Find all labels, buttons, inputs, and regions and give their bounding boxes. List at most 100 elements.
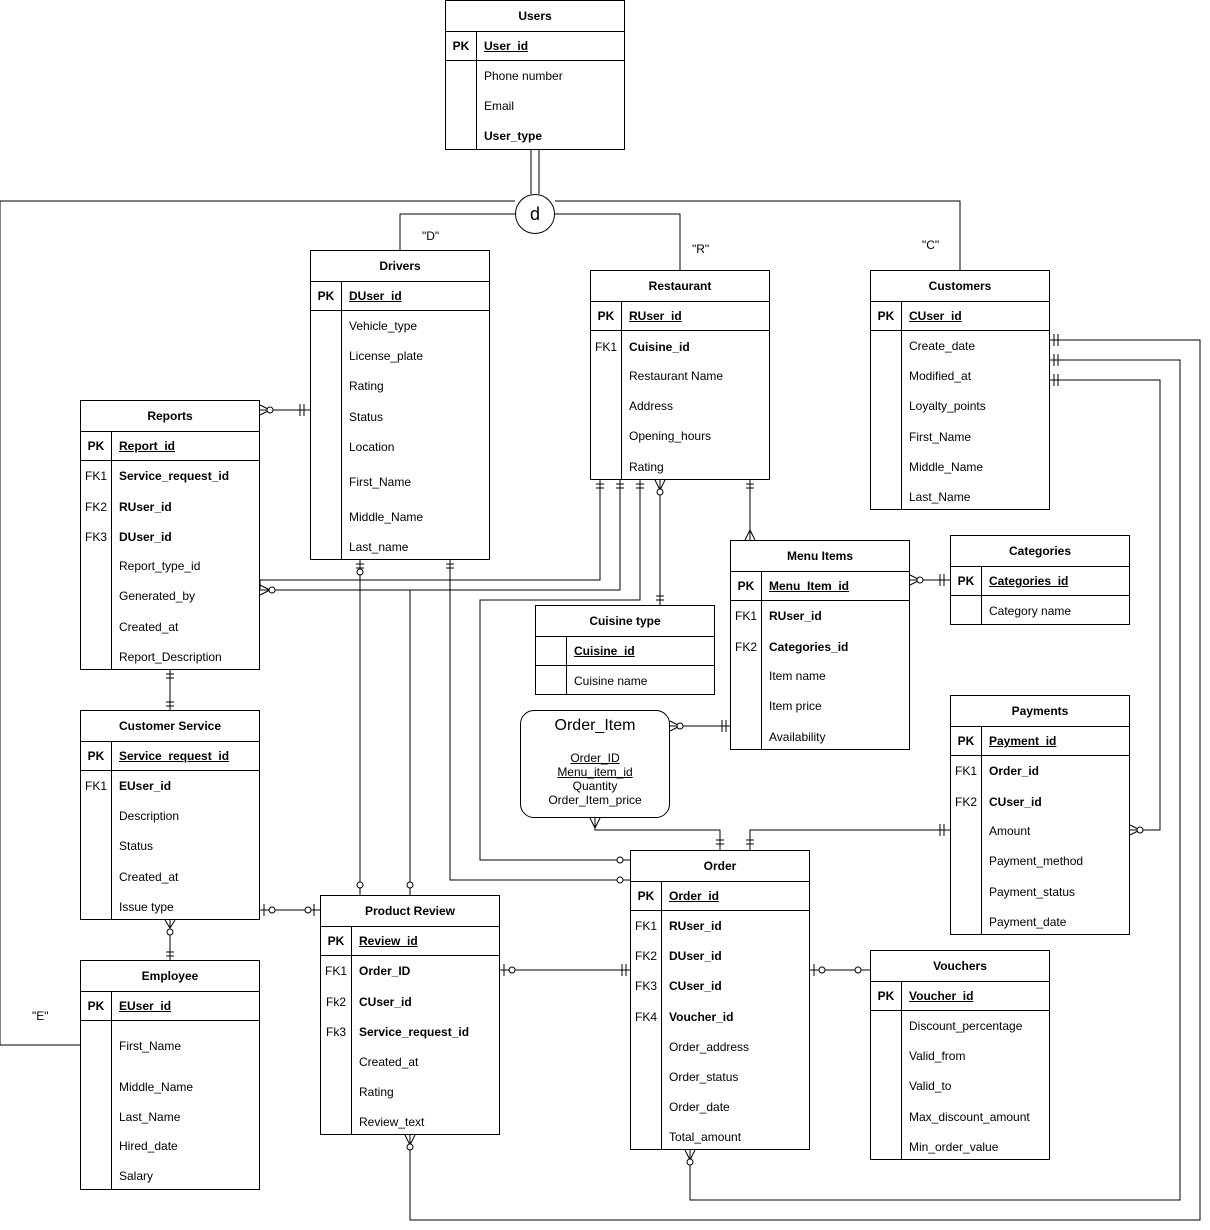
relationship-line — [409, 480, 621, 895]
optional-circle-marker — [356, 568, 364, 576]
attribute-name: Valid_from — [909, 1049, 966, 1063]
cuisine-type-attribute-row: Cuisine_id — [536, 641, 714, 661]
vouchers-attribute-row: Valid_from — [871, 1046, 1049, 1066]
order-item-title: Order_Item — [554, 717, 636, 734]
attribute-name: Cuisine name — [574, 674, 648, 688]
drivers-attribute-row: Status — [311, 407, 489, 427]
attribute-name: Categories_id — [769, 640, 849, 654]
vouchers-attribute-row: Max_discount_amount — [871, 1107, 1049, 1127]
attribute-name: Last_name — [349, 540, 409, 554]
label-customers-subtype: "C" — [922, 238, 940, 252]
product-review-attribute-row: Review_text — [321, 1112, 499, 1132]
key-marker: PK — [877, 989, 895, 1003]
attribute-name: Generated_by — [119, 589, 196, 603]
label-employee-subtype: "E" — [32, 1009, 49, 1023]
reports-attribute-row: Created_at — [81, 617, 259, 637]
vouchers-title: Vouchers — [871, 951, 1049, 982]
attribute-name: First_Name — [119, 1039, 182, 1053]
employee-attribute-row: First_Name — [81, 1036, 259, 1056]
attribute-name: Item name — [769, 669, 826, 683]
attribute-name: Rating — [349, 379, 384, 393]
drivers-attribute-row: License_plate — [311, 346, 489, 366]
attribute-name: Opening_hours — [629, 429, 712, 443]
attribute-name: Voucher_id — [669, 1010, 734, 1024]
attribute-name: RUser_id — [119, 500, 172, 514]
key-marker: PK — [87, 749, 105, 763]
key-column-divider — [761, 571, 762, 749]
attribute-name: Created_at — [119, 620, 179, 634]
key-marker: FK1 — [734, 609, 757, 623]
attribute-name: EUser_id — [119, 999, 172, 1013]
key-marker: FK1 — [84, 779, 107, 793]
row-separator — [631, 910, 809, 911]
employee-attribute-row: Middle_Name — [81, 1077, 259, 1097]
attribute-name: License_plate — [349, 349, 424, 363]
attribute-name: Item price — [769, 699, 822, 713]
attribute-name: Description — [119, 809, 180, 823]
key-marker: PK — [957, 574, 975, 588]
attribute-name: Service_request_id — [359, 1025, 470, 1039]
employee-title: Employee — [81, 961, 259, 992]
customer-service-attribute-row: Issue type — [81, 897, 259, 917]
key-marker: Fk3 — [325, 1025, 346, 1039]
restaurant-attribute-row: Address — [591, 396, 769, 416]
attribute-name: RUser_id — [669, 919, 722, 933]
attribute-name: Status — [349, 410, 384, 424]
key-column-divider — [341, 281, 342, 559]
optional-circle-marker — [268, 586, 276, 594]
attribute-name: Order_address — [669, 1040, 750, 1054]
customer-service-attribute-row: Description — [81, 806, 259, 826]
key-column-divider — [621, 301, 622, 479]
users-attribute-row: User_type — [446, 126, 624, 146]
customers-title: Customers — [871, 271, 1049, 302]
attribute-name: DUser_id — [669, 949, 722, 963]
attribute-name: Modified_at — [909, 369, 972, 383]
attribute-name: Payment_id — [989, 734, 1057, 748]
categories-attribute-row: Category name — [951, 601, 1129, 621]
relationship-line — [0, 200, 515, 1046]
customers-attribute-row: Modified_at — [871, 366, 1049, 386]
attribute-name: Loyalty_points — [909, 399, 986, 413]
users-attribute-row: Email — [446, 96, 624, 116]
order-title: Order — [631, 851, 809, 882]
key-marker: FK1 — [594, 340, 617, 354]
customer-service-attribute-row: Created_at — [81, 867, 259, 887]
row-separator — [446, 60, 624, 61]
drivers-attribute-row: Location — [311, 437, 489, 457]
attribute-name: Middle_Name — [119, 1080, 194, 1094]
attribute-name: User_id — [484, 39, 529, 53]
optional-circle-marker — [406, 881, 414, 889]
attribute-name: Total_amount — [669, 1130, 742, 1144]
optional-circle-marker — [304, 906, 312, 914]
order-attribute-row: Order_address — [631, 1037, 809, 1057]
drivers-attribute-row: Rating — [311, 376, 489, 396]
optional-circle-marker — [818, 966, 826, 974]
reports-title: Reports — [81, 401, 259, 432]
key-column-divider — [111, 991, 112, 1189]
relationship-line — [749, 829, 950, 850]
restaurant-attribute-row: Restaurant Name — [591, 366, 769, 386]
key-marker: FK3 — [84, 530, 107, 544]
attribute-name: Location — [349, 440, 395, 454]
relationship-line — [409, 339, 1201, 1221]
order-item-field: Order_Item_price — [548, 793, 642, 807]
attribute-name: Discount_percentage — [909, 1019, 1023, 1033]
payments-attribute-row: Payment_status — [951, 882, 1129, 902]
optional-circle-marker — [356, 881, 364, 889]
key-marker: PK — [597, 309, 615, 323]
menu-items-title: Menu Items — [731, 541, 909, 572]
